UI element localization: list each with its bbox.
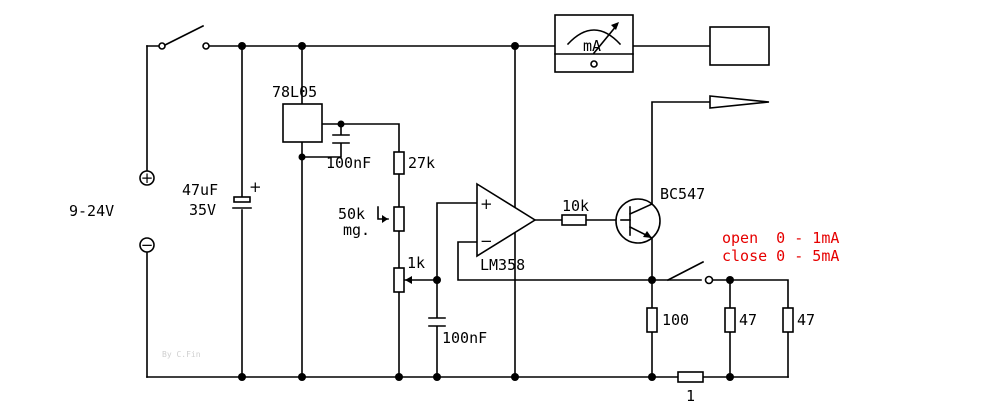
plus-terminal-sign: + [141, 169, 154, 187]
r6-label: 1 [686, 387, 695, 405]
r4-label: 47 [739, 311, 757, 329]
potentiometer-1k: 1k [393, 254, 425, 293]
opamp-body [476, 182, 537, 258]
capacitor-100nf-filter: 100nF [428, 317, 487, 347]
junction-dot [238, 373, 246, 381]
resistor-100: 100 [646, 307, 689, 333]
junction-dot [511, 42, 519, 50]
junction-dot [433, 276, 441, 284]
junctions [238, 42, 734, 381]
milliammeter: mA [554, 14, 634, 73]
wire-collector [651, 101, 711, 205]
transistor-collector-lead [628, 202, 654, 216]
regulator-body [282, 103, 323, 143]
transistor-bc547: BC547 [615, 185, 705, 244]
r5-body [782, 307, 794, 333]
power-switch-contact-left [158, 42, 166, 50]
junction-dot [337, 120, 345, 128]
opamp-plus-sign: + [480, 195, 493, 213]
r1-body [393, 151, 405, 175]
wire-switch-out [712, 279, 789, 309]
wire-feedback [457, 241, 702, 281]
transistor-emitter-arrow [643, 231, 652, 238]
switch-close-note: close 0 - 5mA [722, 247, 839, 265]
r2-body [561, 214, 587, 226]
junction-dot [238, 42, 246, 50]
opamp-minus-sign: − [480, 232, 493, 250]
supply-voltage-label: 9-24V [69, 202, 114, 220]
range-switch-contact [704, 275, 714, 285]
resistor-10k: 10k [561, 197, 589, 226]
plus-terminal [139, 170, 155, 186]
wire-plus-input [436, 202, 478, 281]
pot-wiper-arrow [382, 215, 388, 223]
wires [146, 45, 789, 378]
pot2-body [393, 267, 405, 293]
junction-dot [511, 373, 519, 381]
minus-terminal-sign: − [141, 236, 154, 254]
junction-dot [648, 373, 656, 381]
minus-terminal [139, 237, 155, 253]
junction-dot [298, 373, 306, 381]
power-switch-contact-right [202, 42, 210, 50]
resistor-1: 1 [677, 371, 704, 405]
wire-reg-out [321, 123, 400, 153]
meter-scale-arc [566, 29, 622, 46]
cap1-plate-positive [233, 196, 251, 203]
transistor-label: BC547 [660, 185, 705, 203]
junction-dot [298, 42, 306, 50]
meter-needle-tip [611, 22, 619, 30]
range-switch-lever [666, 260, 705, 282]
meter-zero-knob [590, 60, 598, 68]
r3-body [646, 307, 658, 333]
pot-sublabel: mg. [343, 221, 370, 239]
opamp-lm358: + − LM358 [476, 182, 537, 274]
meter-unit-label: mA [583, 37, 601, 55]
junction-dot [395, 373, 403, 381]
junction-dot [726, 276, 734, 284]
wire-cap2-gnd [301, 143, 342, 158]
cap1-voltage-label: 35V [189, 201, 216, 219]
r1-label: 27k [408, 154, 435, 172]
r6-body [677, 371, 704, 383]
junction-dot [298, 153, 306, 161]
regulator-78l05: 78L05 [272, 83, 323, 143]
cap1-label: 47uF [182, 181, 218, 199]
junction-dot [433, 373, 441, 381]
capacitor-100nf-reg: 100nF [326, 134, 371, 172]
pot-label: 50k [338, 205, 365, 223]
resistor-47-b: 47 [782, 307, 815, 333]
power-switch [158, 24, 210, 50]
meter-needle [592, 23, 619, 55]
pot2-label: 1k [407, 254, 425, 272]
switch-open-note: open 0 - 1mA [722, 229, 839, 247]
r5-label: 47 [797, 311, 815, 329]
output-box [709, 26, 770, 66]
r4-body [724, 307, 736, 333]
cap2-label: 100nF [326, 154, 371, 172]
credit-text: By C.Fin [162, 350, 201, 359]
pot2-wiper-arrow [405, 276, 412, 284]
cap1-polarity-sign: + [249, 178, 262, 196]
r2-label: 10k [562, 197, 589, 215]
range-switch: open 0 - 1mA close 0 - 5mA [666, 229, 839, 285]
junction-dot [648, 276, 656, 284]
resistor-47-a: 47 [724, 307, 757, 333]
resistor-27k: 27k [393, 151, 435, 175]
transistor-body [615, 198, 661, 244]
r3-label: 100 [662, 311, 689, 329]
supply-terminals: + − 9-24V [69, 169, 155, 254]
cap3-label: 100nF [442, 329, 487, 347]
capacitor-47uf: + 47uF 35V [182, 178, 262, 219]
potentiometer-50k: 50k mg. [338, 205, 405, 239]
regulator-label: 78L05 [272, 83, 317, 101]
opamp-label: LM358 [480, 256, 525, 274]
junction-dot [726, 373, 734, 381]
pot-body [393, 206, 405, 232]
power-switch-lever [163, 24, 205, 47]
output-probe-arrow [709, 95, 770, 109]
